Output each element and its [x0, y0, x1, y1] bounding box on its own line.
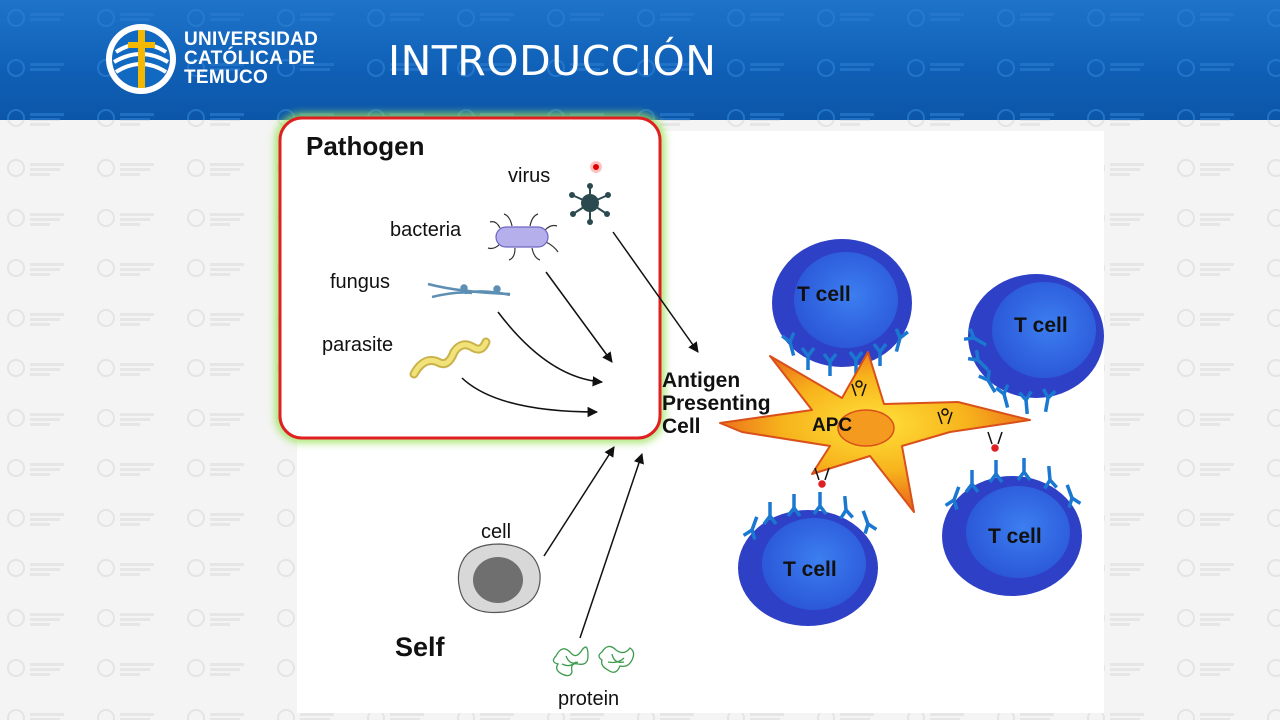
self-arrows	[543, 446, 644, 639]
university-logo-icon	[106, 24, 176, 94]
t-cell-label-4: T cell	[988, 525, 1042, 548]
complex-top	[851, 380, 867, 397]
virus-icon	[569, 183, 611, 225]
complex-bottom	[814, 467, 830, 488]
apc-label-line-3: Cell	[662, 415, 701, 438]
laser-pointer-dot	[590, 161, 602, 173]
bacteria-label: bacteria	[390, 219, 462, 241]
header-bar: UNIVERSIDAD CATÓLICA DE TEMUCO INTRODUCC…	[0, 0, 1280, 120]
protein-arrow	[579, 453, 644, 639]
complex-far-right	[987, 431, 1003, 452]
t-cell-label-3: T cell	[783, 558, 837, 581]
parasite-arrow	[461, 377, 599, 418]
fungus-arrow	[497, 311, 604, 387]
t-cell-label-1: T cell	[797, 283, 851, 306]
complex-right	[937, 408, 953, 425]
parasite-icon	[409, 337, 491, 379]
pathogen-title: Pathogen	[306, 131, 424, 161]
t-cell-bottom-left: T cell	[738, 490, 879, 626]
logo-line-3: TEMUCO	[184, 67, 269, 88]
cell-label: cell	[481, 521, 511, 543]
apc-full-label: Antigen Presenting Cell	[662, 369, 776, 438]
apc-cell: APC	[719, 351, 1031, 513]
slide-title: INTRODUCCIÓN	[388, 37, 717, 85]
t-cell-top-left: T cell	[772, 239, 912, 378]
apc-label: APC	[812, 415, 852, 436]
t-cell-top-right: T cell	[962, 274, 1104, 417]
logo-line-2: CATÓLICA DE	[184, 48, 316, 69]
fungus-label: fungus	[330, 271, 390, 293]
t-cell-label-2: T cell	[1014, 314, 1068, 337]
protein-icon	[552, 645, 635, 677]
pathogen-arrows	[461, 231, 699, 418]
logo-wordmark: UNIVERSIDAD CATÓLICA DE TEMUCO	[184, 30, 318, 87]
antigen-complexes	[814, 380, 1003, 488]
parasite-label: parasite	[322, 334, 393, 356]
t-cell-bottom-right: T cell	[942, 456, 1083, 596]
logo-line-1: UNIVERSIDAD	[184, 29, 319, 50]
bacteria-icon	[487, 213, 559, 261]
apc-label-line-1: Antigen	[662, 369, 740, 392]
protein-label: protein	[558, 688, 619, 710]
fungus-icon	[427, 282, 511, 299]
apc-label-line-2: Presenting	[662, 392, 771, 415]
self-cell-icon	[457, 543, 541, 614]
bacteria-arrow	[545, 271, 613, 363]
virus-arrow	[612, 231, 699, 353]
header-pattern	[0, 0, 1280, 120]
pathogen-highlight-box	[275, 113, 665, 443]
cell-arrow	[543, 446, 615, 557]
virus-label: virus	[508, 165, 550, 187]
self-title: Self	[395, 632, 446, 662]
